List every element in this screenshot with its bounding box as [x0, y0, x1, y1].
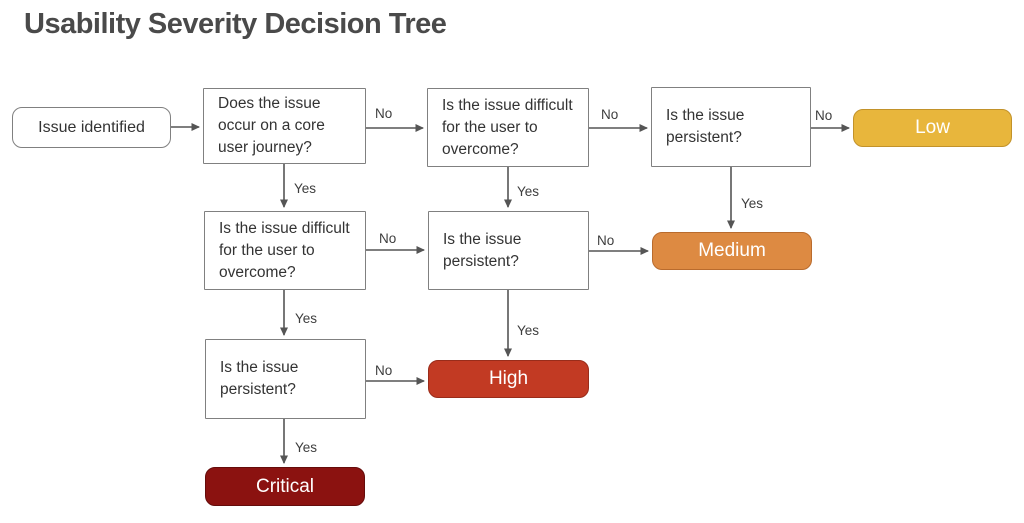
edge-label-yes-3: Yes [741, 196, 764, 211]
edge-label-yes-6: Yes [295, 440, 318, 455]
node-question-difficult-1: Is the issue difficult for the user to o… [427, 88, 589, 167]
edge-label-no-5: No [597, 233, 615, 248]
node-question-persistent-3: Is the issue persistent? [205, 339, 366, 419]
node-question-core-journey: Does the issue occur on a core user jour… [203, 88, 366, 164]
edge-label-yes-4: Yes [295, 311, 318, 326]
edge-label-yes-5: Yes [517, 323, 540, 338]
edge-label-yes-2: Yes [517, 184, 540, 199]
edge-label-yes-1: Yes [294, 181, 317, 196]
node-issue-identified: Issue identified [12, 107, 171, 148]
edge-label-no-6: No [375, 363, 393, 378]
edge-label-no-1: No [375, 106, 393, 121]
node-result-low: Low [853, 109, 1012, 147]
node-result-medium: Medium [652, 232, 812, 270]
node-question-persistent-1: Is the issue persistent? [651, 87, 811, 167]
edge-label-no-4: No [379, 231, 397, 246]
edge-label-no-2: No [601, 107, 619, 122]
node-result-high: High [428, 360, 589, 398]
edge-label-no-3: No [815, 108, 833, 123]
node-result-critical: Critical [205, 467, 365, 506]
page-title: Usability Severity Decision Tree [24, 8, 447, 40]
node-question-persistent-2: Is the issue persistent? [428, 211, 589, 290]
node-question-difficult-2: Is the issue difficult for the user to o… [204, 211, 366, 290]
